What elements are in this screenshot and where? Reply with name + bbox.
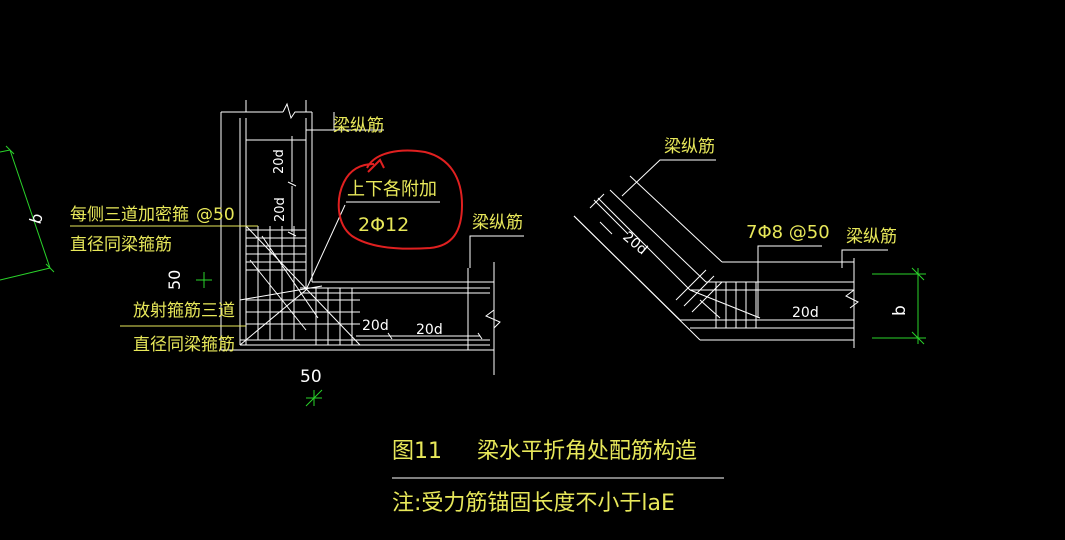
side-stirrups-spacing: @50 <box>196 205 235 225</box>
right-beam-outline <box>573 175 859 348</box>
dim-50-bottom: 50 <box>300 367 322 387</box>
right-dim-b: b <box>890 305 910 316</box>
red-markup-hook <box>367 158 385 173</box>
side-stirrups-label: 每侧三道加密箍 <box>70 205 189 225</box>
left-dimensions <box>246 136 483 350</box>
right-dim-20d-h: 20d <box>792 305 819 321</box>
dim-20d-h1: 20d <box>362 318 389 334</box>
right-green-dimension <box>872 267 926 345</box>
red-note-line2: 2Φ12 <box>358 214 409 236</box>
dim-50-side: 50 <box>165 270 184 290</box>
dim-20d-h2: 20d <box>416 322 443 338</box>
right-beam-rebar-top-label: 梁纵筋 <box>664 137 715 157</box>
right-stirrups-label: 7Φ8 @50 <box>746 222 830 243</box>
figure-note: 注:受力筋锚固长度不小于laE <box>392 491 675 516</box>
radial-stirrups-label: 放射箍筋三道 <box>133 301 235 321</box>
left-stirrup-mesh <box>239 204 361 346</box>
radial-stirrups-dia-label: 直径同梁箍筋 <box>133 335 235 355</box>
left-beam-rebar-right-label: 梁纵筋 <box>472 213 523 233</box>
red-markup-circle <box>337 149 464 250</box>
right-dim-20d-diag: 20d <box>619 229 650 258</box>
right-beam-rebar-right-label: 梁纵筋 <box>846 227 897 247</box>
dim-20d-vert-mid: 20d <box>273 197 288 222</box>
red-note-line1: 上下各附加 <box>347 179 437 200</box>
left-edge-b-label: b <box>26 211 47 227</box>
dim-20d-vert-top: 20d <box>272 149 287 174</box>
left-beam-outline <box>220 100 501 375</box>
left-edge-dimension: b <box>0 145 55 281</box>
left-leaders <box>70 112 524 327</box>
left-beam-rebar-top-label: 梁纵筋 <box>333 116 384 136</box>
figure-title: 图11 梁水平折角处配筋构造 <box>392 439 697 464</box>
side-stirrups-dia-label: 直径同梁箍筋 <box>70 235 172 255</box>
right-leaders-dims <box>589 159 888 321</box>
right-stirrup-mesh <box>675 269 761 328</box>
left-green-markers <box>196 272 323 407</box>
